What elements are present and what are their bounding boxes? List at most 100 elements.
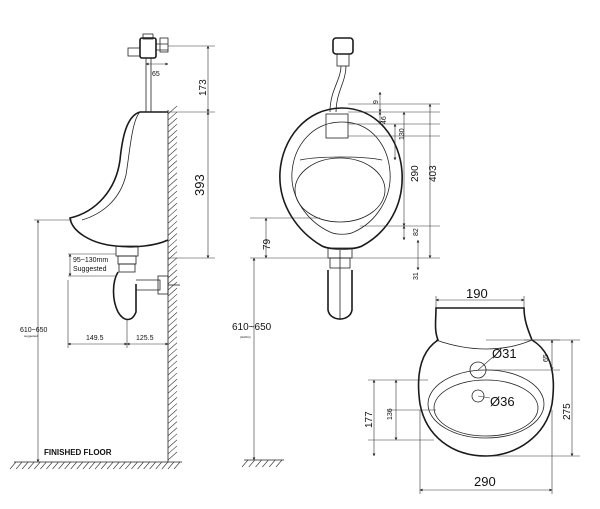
hatch-line bbox=[167, 409, 178, 418]
hatch-line bbox=[21, 461, 29, 470]
dim-label: 136 bbox=[387, 408, 394, 420]
hatch-line bbox=[167, 385, 178, 394]
hatch-line bbox=[167, 360, 178, 370]
hatch-line bbox=[167, 239, 178, 248]
hatch-line bbox=[9, 461, 17, 470]
dim-label: 9 bbox=[373, 100, 380, 104]
dim-label: 65 bbox=[543, 354, 550, 362]
hatch-line bbox=[143, 461, 150, 470]
hatch-line bbox=[255, 459, 262, 468]
hatch-line bbox=[131, 461, 138, 470]
dim-height-label: 610~650 bbox=[232, 322, 272, 333]
floor-label: FINISHED FLOOR bbox=[44, 448, 112, 457]
hatch-line bbox=[100, 461, 108, 470]
hatch-line bbox=[167, 208, 178, 218]
hatch-line bbox=[167, 439, 178, 449]
urinal-body-top bbox=[417, 307, 555, 457]
hatch-line bbox=[167, 451, 178, 461]
hatch-line bbox=[34, 461, 41, 470]
hatch-line bbox=[149, 461, 156, 470]
hatch-line bbox=[167, 354, 178, 364]
hatch-line bbox=[167, 372, 178, 382]
hatch-line bbox=[167, 403, 178, 412]
hatch-line bbox=[167, 293, 178, 303]
side-view: 65 173 393 95~130mm Suggested 610~650 su… bbox=[9, 33, 215, 470]
hatch-line bbox=[167, 148, 178, 157]
dim-label: 290 bbox=[474, 474, 496, 489]
hatch-line bbox=[64, 461, 71, 470]
hatch-line bbox=[52, 461, 59, 470]
hatch-line bbox=[167, 117, 178, 127]
hatch-line bbox=[167, 136, 178, 145]
hatch-line bbox=[167, 160, 178, 169]
hatch-line bbox=[125, 461, 132, 470]
dim-label: 177 bbox=[364, 411, 375, 428]
dim-height-note: suggested bbox=[24, 334, 38, 338]
hatch-line bbox=[167, 123, 178, 133]
hatch-line bbox=[167, 366, 178, 376]
hatch-line bbox=[167, 172, 178, 181]
hatch-line bbox=[137, 461, 144, 470]
hatch-line bbox=[167, 178, 178, 188]
hatch-line bbox=[167, 275, 178, 285]
hatch-line bbox=[82, 461, 90, 470]
dim-label: 82 bbox=[413, 228, 420, 236]
hatch-line bbox=[173, 461, 181, 470]
hatch-line bbox=[167, 196, 178, 206]
hatch-line bbox=[58, 461, 65, 470]
hatch-line bbox=[113, 461, 120, 470]
hatch-line bbox=[167, 233, 178, 242]
urinal-body-side bbox=[69, 111, 169, 248]
hatch-line bbox=[76, 461, 84, 470]
hatch-line bbox=[27, 461, 35, 470]
hole-small-label: Ø31 bbox=[492, 346, 517, 361]
dim-label: 130 bbox=[399, 128, 406, 140]
hatch-line bbox=[167, 281, 178, 291]
dim-label: 31 bbox=[413, 272, 420, 280]
floor-hatch bbox=[241, 459, 283, 468]
hatch-line bbox=[119, 461, 126, 470]
hatch-line bbox=[167, 166, 178, 175]
hatch-line bbox=[15, 461, 23, 470]
hatch-line bbox=[167, 245, 178, 254]
hatch-line bbox=[248, 459, 256, 468]
dim-label: 290 bbox=[410, 165, 421, 182]
hatch-line bbox=[167, 342, 178, 351]
hatch-line bbox=[161, 461, 169, 470]
hatch-line bbox=[167, 312, 178, 321]
hatch-line bbox=[167, 227, 178, 236]
hatch-line bbox=[241, 459, 249, 468]
hatch-line bbox=[167, 300, 178, 309]
hatch-line bbox=[167, 415, 178, 424]
hatch-line bbox=[167, 433, 178, 443]
flush-valve-front bbox=[329, 37, 354, 113]
front-view: 9 46 130 290 403 82 31 79 610~650 (HANG) bbox=[232, 37, 440, 468]
dim-label: 149.5 bbox=[86, 335, 104, 342]
trap-side bbox=[112, 245, 180, 321]
dim-label: 65 bbox=[152, 71, 160, 78]
hatch-line bbox=[167, 397, 178, 406]
dim-label: 46 bbox=[381, 116, 388, 124]
wall-hatch bbox=[167, 105, 178, 461]
hatch-line bbox=[167, 105, 178, 115]
floor-hatch bbox=[9, 461, 181, 470]
hatch-line bbox=[167, 111, 178, 121]
hatch-line bbox=[70, 461, 77, 470]
dim-label: 79 bbox=[262, 238, 273, 250]
hatch-line bbox=[167, 184, 178, 194]
hatch-line bbox=[167, 190, 178, 200]
hatch-line bbox=[88, 461, 96, 470]
hatch-line bbox=[167, 445, 178, 455]
hatch-line bbox=[94, 461, 102, 470]
hatch-line bbox=[167, 306, 178, 315]
flush-valve bbox=[127, 33, 169, 112]
hatch-line bbox=[167, 421, 178, 430]
urinal-body-front bbox=[279, 107, 403, 250]
dim-label: 403 bbox=[428, 165, 439, 182]
top-view: Ø31 Ø36 190 65 275 136 177 290 bbox=[364, 286, 580, 494]
hatch-line bbox=[167, 461, 175, 470]
dim-label: 173 bbox=[198, 79, 209, 96]
hatch-line bbox=[106, 461, 114, 470]
hatch-line bbox=[167, 215, 178, 224]
